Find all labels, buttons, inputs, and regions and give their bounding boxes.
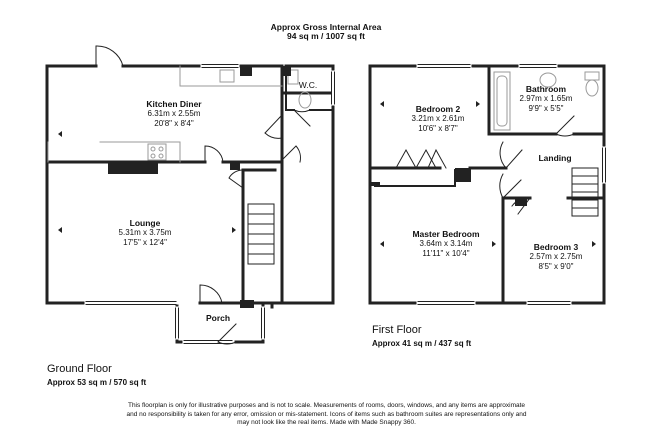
disclaimer-line-3: may not look like the real items. Made w… <box>237 419 416 426</box>
kitchen-imperial: 20'8" x 8'4" <box>154 119 194 128</box>
lounge-label: Lounge 5.31m x 3.75m 17'5" x 12'4" <box>90 218 200 248</box>
lounge-metric: 5.31m x 3.75m <box>118 228 172 237</box>
kitchen-metric: 6.31m x 2.55m <box>147 109 201 118</box>
master-bedroom-label: Master Bedroom 3.64m x 3.14m 11'11" x 10… <box>396 229 496 259</box>
bathroom-door <box>555 115 575 137</box>
wc-label: W.C. <box>298 80 318 90</box>
first-floor-plan <box>368 64 606 305</box>
bedroom2-bathroom-wall <box>487 64 606 136</box>
first-pillar-1 <box>455 168 471 182</box>
bedroom3-name: Bedroom 3 <box>533 242 579 252</box>
kitchen-diner-label: Kitchen Diner 6.31m x 2.55m 20'8" x 8'4" <box>119 99 229 129</box>
hall-walls <box>241 91 284 305</box>
kitchen-units <box>47 65 283 163</box>
ground-floor-title: Ground Floor <box>47 363 112 375</box>
master-door <box>499 173 522 199</box>
kitchen-back-door <box>95 45 124 67</box>
front-door <box>199 284 223 304</box>
chimney-breast <box>108 162 158 174</box>
ground-pillar-2 <box>283 66 291 76</box>
bedroom3-imperial: 8'5" x 9'0" <box>538 262 574 271</box>
wall-markers <box>58 101 596 247</box>
first-floor-area: Approx 41 sq m / 437 sq ft <box>372 339 472 348</box>
ground-stairs <box>247 203 275 265</box>
bedroom2-name: Bedroom 2 <box>415 104 461 114</box>
hall-door <box>264 114 283 139</box>
landing-label: Landing <box>538 153 572 163</box>
gross-area-value: 94 sq m / 1007 sq ft <box>287 31 365 41</box>
master-name: Master Bedroom <box>412 229 480 239</box>
wardrobe-doors <box>395 148 447 170</box>
wc-door <box>293 109 311 127</box>
bedroom3-metric: 2.57m x 2.75m <box>529 252 583 261</box>
ground-pillar-1 <box>240 66 252 76</box>
bathroom-label: Bathroom 2.97m x 1.65m 9'9" x 5'5" <box>510 84 582 114</box>
master-metric: 3.64m x 3.14m <box>419 239 473 248</box>
disclaimer-line-1: This floorplan is only for illustrative … <box>127 402 526 409</box>
gross-area-title: Approx Gross Internal Area <box>270 22 382 32</box>
lounge-imperial: 17'5" x 12'4" <box>123 238 167 247</box>
bathroom-metric: 2.97m x 1.65m <box>519 94 573 103</box>
lounge-door <box>228 169 244 189</box>
first-floor-title: First Floor <box>372 324 422 336</box>
bedroom2-door <box>499 141 523 169</box>
bathroom-name: Bathroom <box>525 84 567 94</box>
bedroom3-label: Bedroom 3 2.57m x 2.75m 8'5" x 9'0" <box>516 242 596 272</box>
porch-label: Porch <box>205 313 231 323</box>
bedroom2-label: Bedroom 2 3.21m x 2.61m 10'6" x 8'7" <box>398 104 478 134</box>
bathroom-fixtures <box>493 71 600 131</box>
bedroom2-metric: 3.21m x 2.61m <box>411 114 465 123</box>
kitchen-hall-door <box>204 145 224 163</box>
master-imperial: 11'11" x 10'4" <box>422 249 470 258</box>
kitchen-name: Kitchen Diner <box>146 99 202 109</box>
bedroom2-imperial: 10'6" x 8'7" <box>418 124 458 133</box>
ground-floor-plan <box>45 45 335 345</box>
disclaimer-line-2: and no responsibility is taken for any e… <box>126 410 527 418</box>
wc-fixtures <box>287 69 312 109</box>
lounge-name: Lounge <box>129 218 161 228</box>
porch-windows <box>175 306 265 344</box>
bathroom-imperial: 9'9" x 5'5" <box>528 104 564 113</box>
porch-door <box>217 323 237 345</box>
ground-floor-area: Approx 53 sq m / 570 sq ft <box>47 378 147 387</box>
disclaimer: This floorplan is only for illustrative … <box>60 402 593 428</box>
side-door <box>281 145 301 163</box>
first-stairs <box>571 167 599 217</box>
